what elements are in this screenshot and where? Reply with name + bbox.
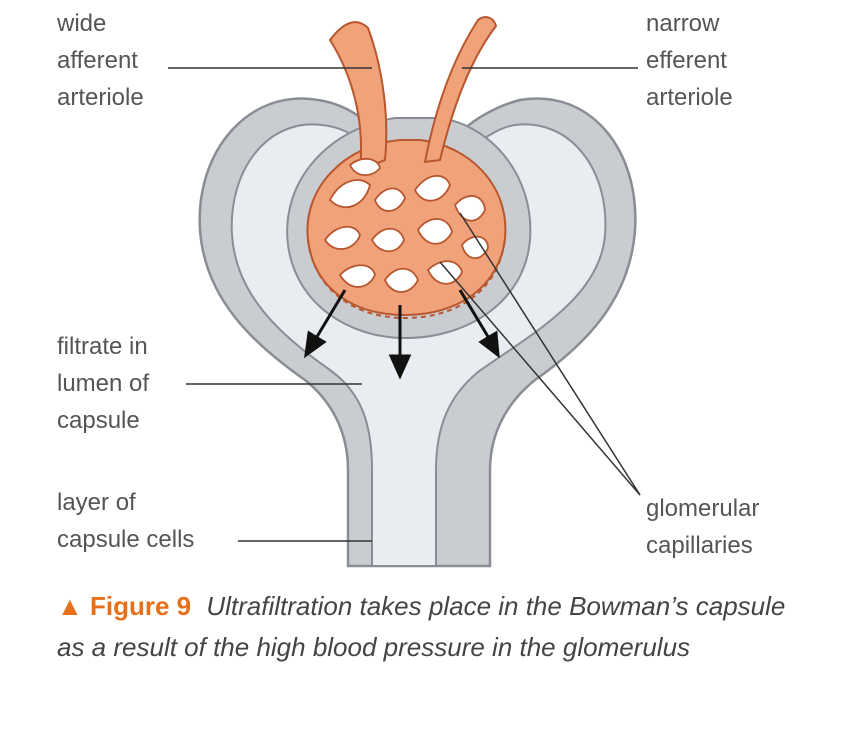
triangle-icon: ▲ xyxy=(57,591,83,621)
figure-number: Figure 9 xyxy=(89,591,192,621)
efferent-arteriole xyxy=(423,16,498,164)
figure-caption: ▲ Figure 9 Ultrafiltration takes place i… xyxy=(57,586,817,668)
label-efferent-arteriole: narrow efferent arteriole xyxy=(646,10,733,111)
label-filtrate: filtrate in lumen of capsule xyxy=(57,333,150,434)
label-capsule-cells: layer of capsule cells xyxy=(57,489,195,553)
capillary-gaps xyxy=(323,158,489,293)
afferent-arteriole xyxy=(328,21,388,172)
caption-text: Ultrafiltration takes place in the Bowma… xyxy=(57,591,786,662)
label-afferent-arteriole: wide afferent arteriole xyxy=(57,10,144,111)
label-glomerular-capillaries: glomerular capillaries xyxy=(646,495,760,559)
leader-lines xyxy=(168,67,641,542)
bowmans-capsule-diagram xyxy=(168,16,641,568)
basement-membrane xyxy=(307,237,506,320)
filtration-arrows xyxy=(304,289,500,380)
